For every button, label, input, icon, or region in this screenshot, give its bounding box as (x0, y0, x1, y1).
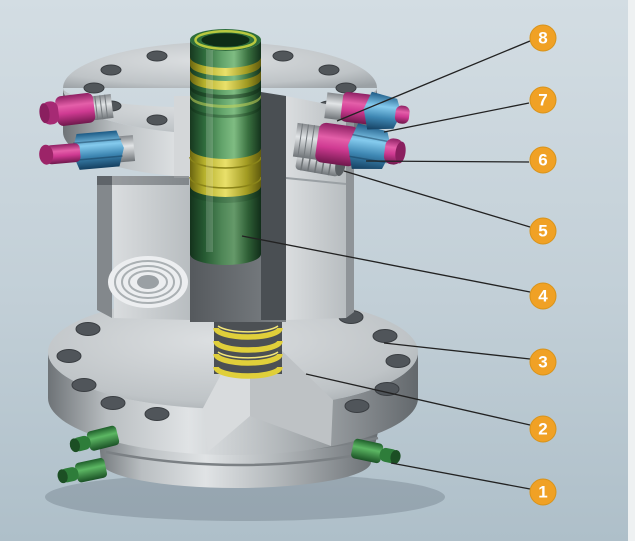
port-end (390, 450, 401, 464)
ground-shadow (45, 473, 445, 521)
leader-lines (241, 40, 531, 490)
bore-thread (128, 270, 168, 294)
callout-8: 8 (529, 24, 557, 52)
valve-cap-end (39, 144, 54, 165)
flange-parting-line (285, 177, 347, 185)
seal-rings (213, 327, 283, 379)
callout-number: 8 (538, 29, 547, 48)
callout-circle (529, 415, 557, 443)
mandrel-band-yellow (190, 70, 261, 90)
leader-line-1 (390, 462, 531, 490)
callout-number: 1 (538, 483, 547, 502)
left-outlet-valve-upper (39, 92, 114, 126)
mandrel-band-dark (190, 186, 261, 203)
mandrel-body (190, 40, 261, 265)
seal-ring-highlights (217, 325, 279, 359)
callout-3: 3 (529, 348, 557, 376)
grease-port-left-1 (69, 425, 120, 453)
callout-number: 2 (538, 420, 547, 439)
callout-circle (529, 146, 557, 174)
valve-threads (94, 94, 109, 120)
mandrel-band-dark (190, 104, 261, 118)
mandrel-band-dark (190, 84, 261, 99)
valve-pink-stem (45, 143, 81, 165)
leader-line-8 (336, 40, 531, 122)
casing-mandrel (189, 29, 262, 265)
scan-edge (628, 0, 635, 541)
callout-6: 6 (529, 146, 557, 174)
callout-number: 4 (538, 287, 548, 306)
bottom-flange-bolt-holes (56, 310, 411, 421)
body-left-wall (97, 176, 112, 318)
valve-pink-cap (394, 105, 410, 124)
leader-line-6 (365, 160, 530, 163)
callout-5: 5 (529, 217, 557, 245)
side-outlet-bore (108, 256, 188, 308)
skirt-groove (105, 450, 375, 467)
leader-line-4 (241, 235, 531, 293)
callout-number: 6 (538, 151, 547, 170)
grease-port-right (351, 438, 401, 464)
valve-hex-facets (73, 138, 123, 161)
bore-thread (114, 260, 182, 304)
mandrel-bore (201, 33, 250, 47)
cut-bore-shadow (261, 92, 286, 320)
valve-cap-end (395, 141, 406, 164)
valve-cap-end (39, 103, 50, 124)
callout-circle (529, 217, 557, 245)
mandrel-band-yellow (190, 57, 261, 76)
bore-thread (121, 265, 175, 299)
callout-number: 7 (538, 91, 547, 110)
leader-line-7 (383, 102, 530, 133)
callout-1: 1 (529, 478, 557, 506)
mandrel-band-groove (189, 156, 262, 169)
callout-2: 2 (529, 415, 557, 443)
flange-under-shadow-left (97, 176, 189, 185)
right-outlet-valve (292, 122, 406, 170)
port-body (351, 438, 384, 464)
callout-circle (529, 24, 557, 52)
gauge-port-threads (300, 146, 334, 176)
callout-number: 5 (538, 222, 547, 241)
left-outlet-valve-lower (39, 130, 136, 170)
valve-pink-body (55, 92, 96, 126)
valve-threads (297, 123, 321, 160)
port-end (69, 438, 81, 453)
mandrel-top-ring (194, 29, 257, 51)
valve-pink-body (315, 122, 359, 167)
mandrel-band-yellow-wide (190, 148, 261, 198)
callout-circle (529, 86, 557, 114)
mandrel-lower-shade (190, 192, 261, 265)
callout-4: 4 (529, 282, 557, 310)
grease-port-left-2 (57, 458, 108, 484)
port-end (57, 469, 68, 484)
callout-7: 7 (529, 86, 557, 114)
callout-circle (529, 348, 557, 376)
port-body (75, 458, 108, 483)
leader-line-3 (383, 342, 531, 360)
right-outlet-valve-upper (324, 91, 410, 130)
callout-circle (529, 282, 557, 310)
mandrel-band-lime (190, 94, 261, 108)
valve-hex-nut (363, 91, 402, 130)
callout-number: 3 (538, 353, 547, 372)
mandrel-highlight (206, 46, 213, 252)
leader-line-5 (343, 170, 531, 228)
port-body (86, 425, 120, 451)
leader-line-2 (305, 373, 531, 426)
bore-center (137, 275, 159, 289)
mandrel-band-groove (189, 176, 262, 189)
callout-circle (529, 478, 557, 506)
seal-assembly-cutaway (203, 314, 333, 452)
valve-nipple (292, 122, 324, 161)
top-flange-left-cut-face (174, 96, 190, 178)
